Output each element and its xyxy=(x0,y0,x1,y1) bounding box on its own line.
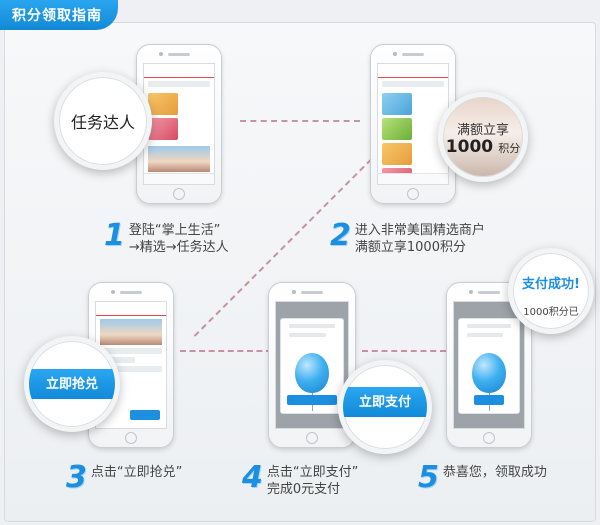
zoom-lens-success: 支付成功! 1000积分已 xyxy=(508,248,594,334)
step-text-line1: 点击“立即抢兑” xyxy=(90,465,183,480)
screen-tile xyxy=(382,118,412,140)
phone-step-1 xyxy=(136,44,222,204)
dialog-line xyxy=(467,324,511,328)
screen-row xyxy=(100,366,162,372)
phone-screen xyxy=(453,301,525,429)
zoom-lens-redeem: 立即抢兑 xyxy=(24,336,120,432)
phone-screen xyxy=(377,63,449,185)
dialog-pay-button xyxy=(307,395,337,405)
step-number: 2 xyxy=(330,218,351,253)
zoom-points-value: 1000 xyxy=(445,137,494,157)
step-text-line1: 进入非常美国精选商户 xyxy=(354,223,485,238)
step-5-caption: 5 恭喜您，领取成功 xyxy=(418,460,547,495)
home-button xyxy=(483,432,495,444)
zoom-success-sub: 1000积分已 xyxy=(523,307,579,318)
dialog-line xyxy=(289,333,327,337)
phone-camera xyxy=(469,290,473,294)
phone-camera xyxy=(111,290,115,294)
screen-tabbar xyxy=(378,173,448,184)
screen-tile xyxy=(148,118,178,140)
step-text-line1: 登陆“掌上生活” xyxy=(128,223,221,238)
step-text-line2: 满额立享1000积分 xyxy=(354,240,466,255)
screen-row xyxy=(382,81,444,87)
screen-header xyxy=(144,64,214,78)
phone-earpiece xyxy=(478,291,500,294)
phone-camera xyxy=(292,290,296,294)
phone-earpiece xyxy=(301,291,323,294)
screen-tile xyxy=(382,143,412,165)
zoom-success-title: 支付成功! xyxy=(522,277,580,292)
step-number: 3 xyxy=(66,460,87,495)
step-text-line1: 恭喜您，领取成功 xyxy=(442,465,547,480)
screen-row xyxy=(148,81,210,87)
step-number: 5 xyxy=(418,460,439,495)
step-text-line1: 点击“立即支付” xyxy=(266,465,359,480)
step-number: 1 xyxy=(104,218,125,253)
screen-row xyxy=(100,357,135,363)
dialog-line xyxy=(289,324,335,328)
step-2-caption: 2 进入非常美国精选商户 满额立享1000积分 xyxy=(330,218,485,256)
phone-screen xyxy=(143,63,215,185)
screen-tiles xyxy=(378,90,448,184)
home-button xyxy=(173,188,185,200)
screen-tile xyxy=(382,93,412,115)
screen-header xyxy=(96,302,166,316)
screen-redeem-button xyxy=(130,410,160,420)
dialog-line xyxy=(467,333,503,337)
step-text-line2: →精选→任务达人 xyxy=(128,240,229,255)
home-button xyxy=(407,188,419,200)
payment-dialog xyxy=(280,318,344,414)
dialog-cancel-button xyxy=(287,395,317,405)
step-4-caption: 4 点击“立即支付” 完成0元支付 xyxy=(242,460,359,498)
zoom-offer-text: 满额立享 xyxy=(456,123,509,138)
balloon-icon xyxy=(295,353,329,411)
screen-tabbar xyxy=(144,173,214,184)
phone-camera xyxy=(159,52,163,56)
screen-photo xyxy=(100,319,162,345)
page-title: 积分领取指南 xyxy=(0,0,118,30)
step-3-caption: 3 点击“立即抢兑” xyxy=(66,460,183,495)
phone-earpiece xyxy=(120,291,142,294)
zoom-lens-task-master: 任务达人 xyxy=(54,72,152,170)
connector-dash-1-2 xyxy=(240,120,360,122)
phone-camera xyxy=(393,52,397,56)
screen-photo xyxy=(148,146,210,172)
zoom-points-unit: 积分 xyxy=(498,142,521,155)
screen-tiles xyxy=(144,90,214,143)
phone-screen xyxy=(275,301,349,429)
screen-row xyxy=(100,348,162,354)
screen-tile xyxy=(148,93,178,115)
balloon-icon xyxy=(472,353,506,411)
redeem-now-button[interactable]: 立即抢兑 xyxy=(29,369,115,399)
step-number: 4 xyxy=(242,460,263,495)
home-button xyxy=(125,432,137,444)
screen-header xyxy=(378,64,448,78)
phone-step-2 xyxy=(370,44,456,204)
zoom-points-row: 1000 积分 xyxy=(443,137,523,157)
pay-now-button[interactable]: 立即支付 xyxy=(343,387,427,417)
success-dialog xyxy=(458,318,520,414)
phone-earpiece xyxy=(402,53,424,56)
zoom-lens-pay: 立即支付 xyxy=(338,360,432,454)
step-1-caption: 1 登陆“掌上生活” →精选→任务达人 xyxy=(104,218,229,256)
step-text-line2: 完成0元支付 xyxy=(266,482,341,497)
phone-earpiece xyxy=(168,53,190,56)
home-button xyxy=(306,432,318,444)
connector-dash-4-5 xyxy=(362,350,446,352)
zoom-lens-points-offer: 满额立享 1000 积分 xyxy=(438,92,528,182)
connector-dash-3-4 xyxy=(180,350,272,352)
dialog-ok-button xyxy=(474,395,504,405)
zoom-label: 任务达人 xyxy=(70,113,135,132)
